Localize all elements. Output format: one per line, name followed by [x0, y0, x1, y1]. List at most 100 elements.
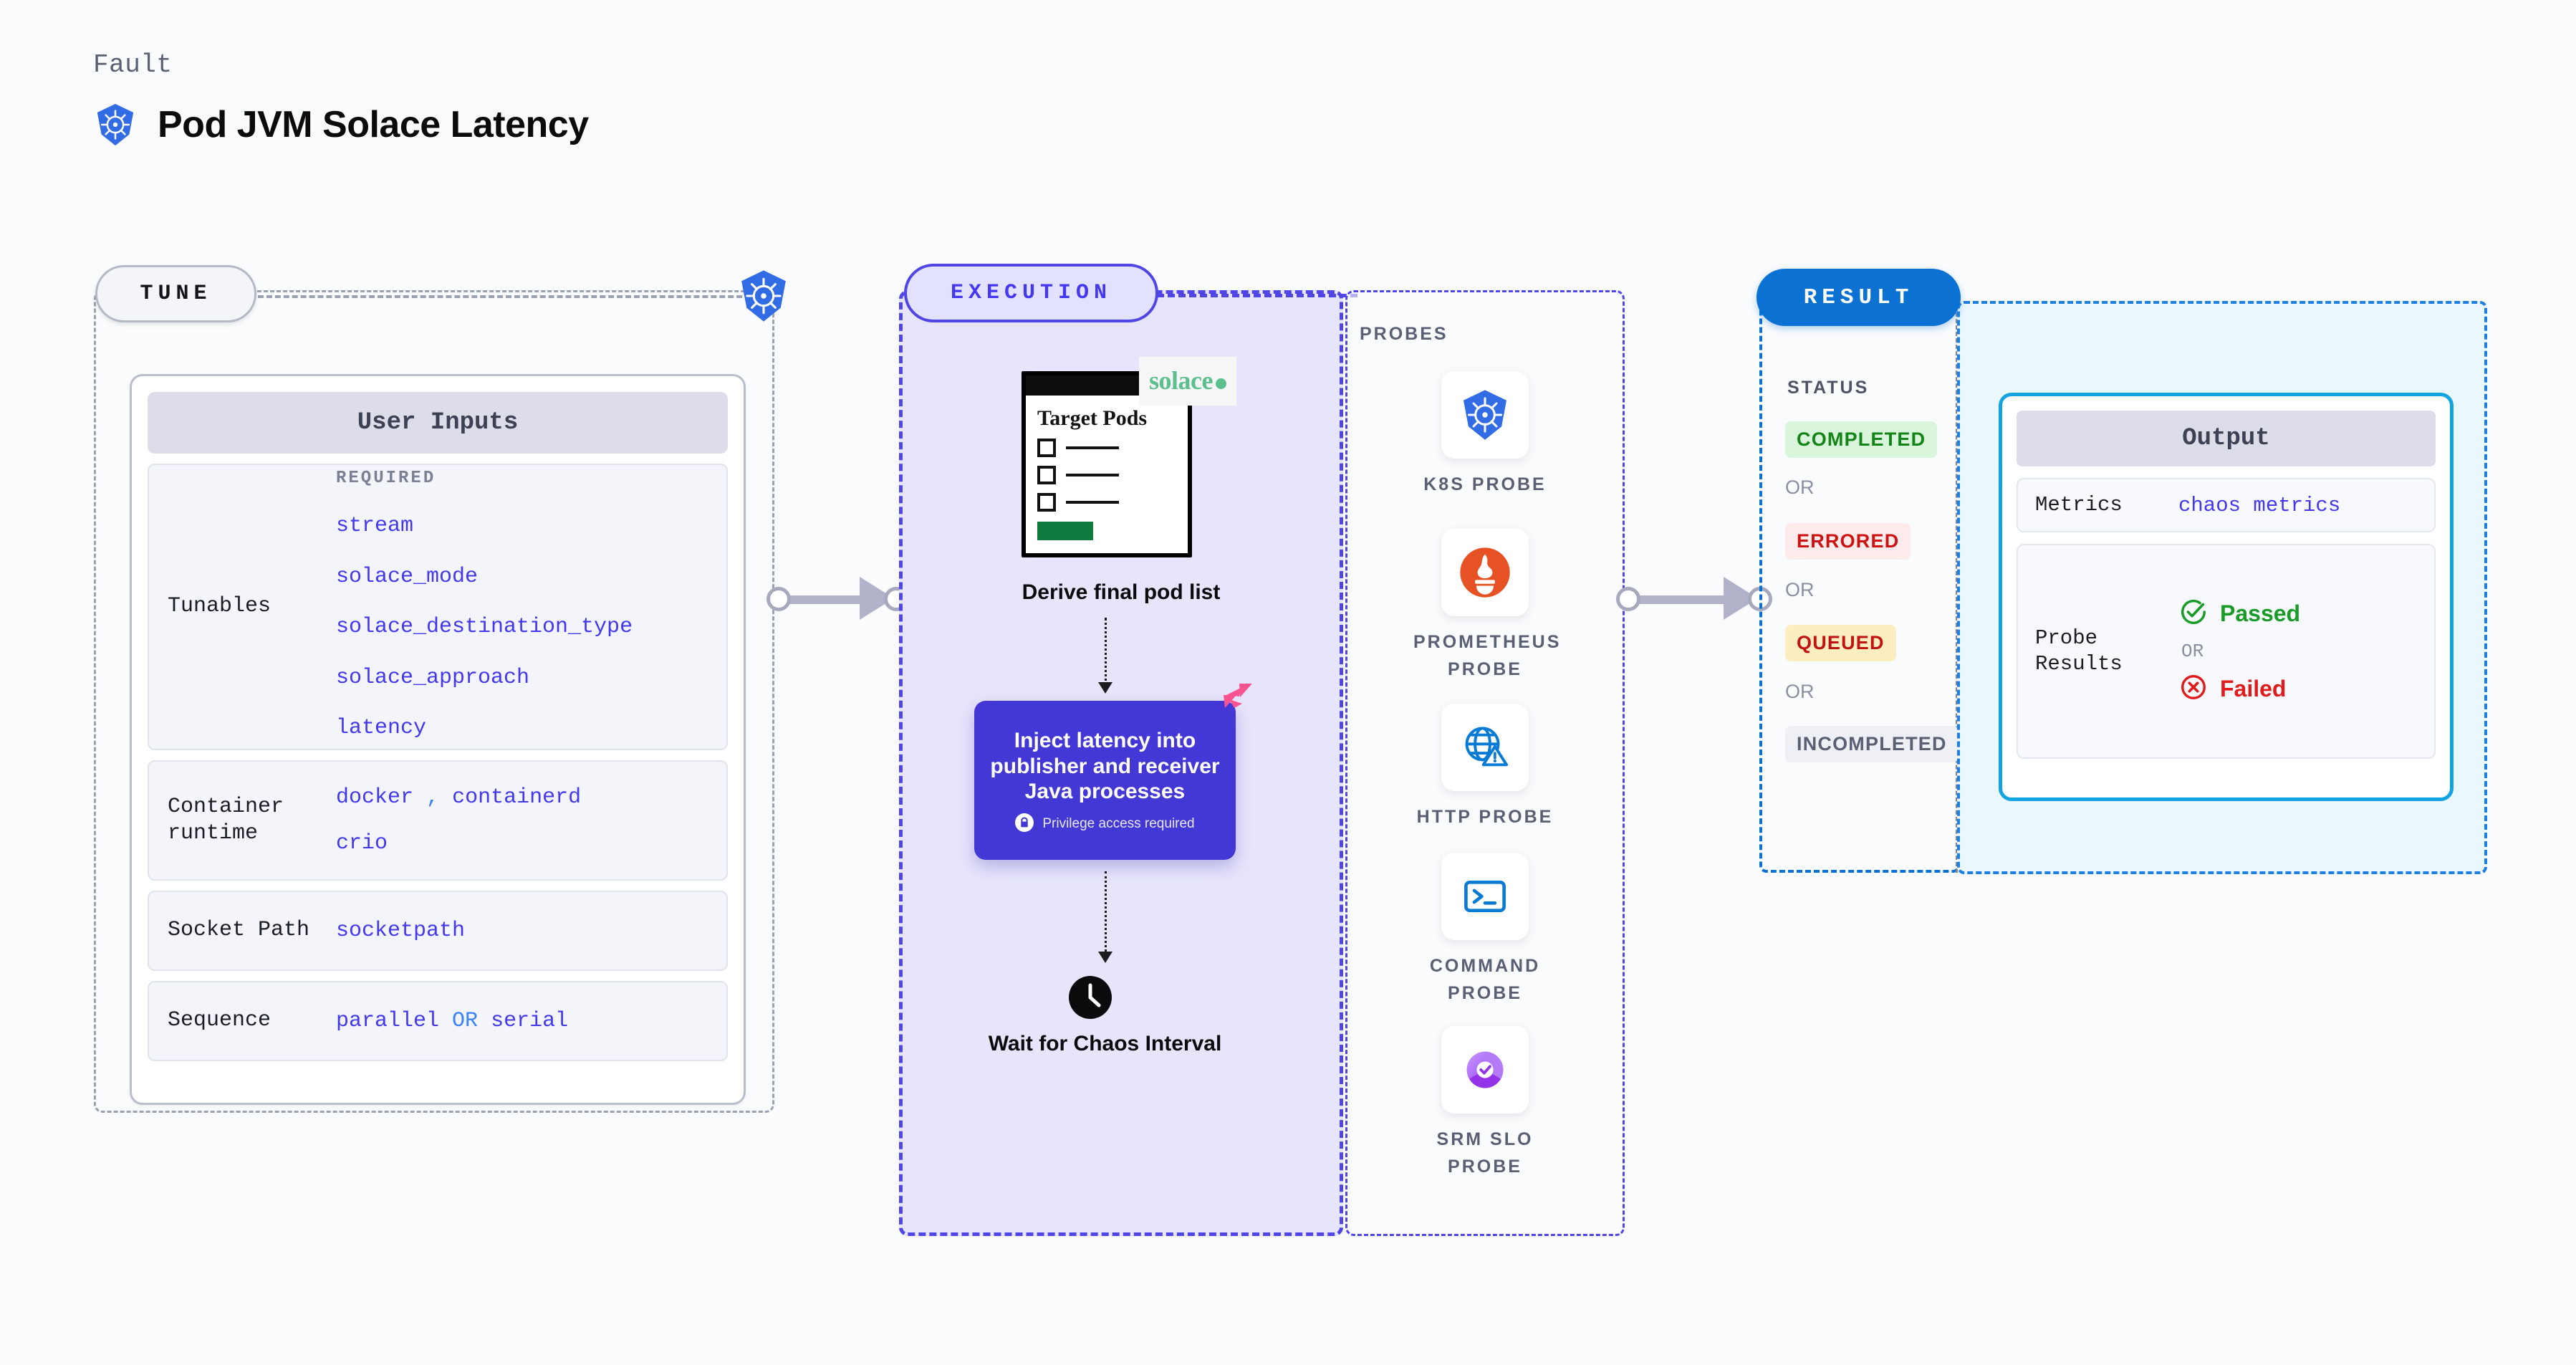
placeholder-line — [1066, 501, 1119, 504]
socket-path-key: Socket Path — [168, 918, 310, 943]
check-circle-icon — [2178, 597, 2209, 631]
page-header: Fault Pod JVM Solace Latency — [93, 50, 589, 147]
probe-command[interactable]: COMMAND PROBE — [1413, 853, 1557, 1007]
tune-tab[interactable]: TUNE — [95, 265, 256, 322]
probe-http-label: HTTP PROBE — [1416, 807, 1554, 827]
status-badge-errored: ERRORED — [1785, 523, 1911, 560]
tunable-solace-approach[interactable]: solace_approach — [336, 665, 530, 690]
status-badge-incompleted: INCOMPLETED — [1785, 726, 1959, 762]
placeholder-line — [1066, 474, 1119, 477]
runtime-containerd[interactable]: containerd — [452, 785, 582, 810]
privilege-text: Privilege access required — [1042, 816, 1195, 832]
flow-arrowhead-2 — [1098, 952, 1112, 963]
kubernetes-icon — [736, 269, 791, 327]
inject-latency-card: Inject latency into publisher and receiv… — [974, 701, 1236, 860]
probe-prometheus-label: PROMETHEUS PROBE — [1413, 632, 1562, 679]
metrics-key: Metrics — [2035, 493, 2123, 517]
probe-prometheus[interactable]: PROMETHEUS PROBE — [1413, 529, 1562, 683]
result-tab[interactable]: RESULT — [1756, 269, 1961, 326]
probe-k8s-label: K8S PROBE — [1423, 474, 1547, 494]
connector-tune-to-execution — [766, 577, 910, 620]
target-pods-item — [1037, 493, 1176, 512]
status-or-1: OR — [1785, 476, 1815, 498]
sequence-parallel[interactable]: parallel — [336, 1008, 440, 1033]
status-or-3: OR — [1785, 681, 1815, 702]
socket-path-value[interactable]: socketpath — [336, 918, 466, 943]
kubernetes-icon — [1441, 371, 1529, 459]
status-label: STATUS — [1787, 378, 1870, 398]
probe-srm-slo-label: SRM SLO PROBE — [1436, 1129, 1534, 1177]
checkbox-icon — [1037, 493, 1056, 512]
placeholder-line — [1066, 446, 1119, 450]
probe-srm-slo[interactable]: SRM SLO PROBE — [1413, 1026, 1557, 1180]
fault-label: Fault — [93, 50, 173, 80]
tunable-solace-mode[interactable]: solace_mode — [336, 564, 479, 589]
metrics-value[interactable]: chaos metrics — [2178, 493, 2341, 517]
sequence-row: Sequence parallel OR serial — [148, 981, 728, 1061]
tunables-values: REQUIRED stream solace_mode solace_desti… — [336, 469, 633, 745]
checkbox-icon — [1037, 466, 1056, 485]
solace-logo-text: solace — [1149, 366, 1213, 395]
status-badge-queued: QUEUED — [1785, 625, 1896, 661]
target-pods-graphic: Target Pods solace — [1003, 357, 1239, 558]
connector-execution-to-result — [1616, 577, 1774, 620]
user-inputs-card: User Inputs Tunables REQUIRED stream sol… — [130, 374, 746, 1105]
runtime-crio[interactable]: crio — [336, 831, 388, 856]
globe-warning-icon — [1441, 704, 1529, 791]
tunable-solace-destination-type[interactable]: solace_destination_type — [336, 615, 633, 640]
prometheus-icon — [1441, 529, 1529, 616]
user-inputs-title: User Inputs — [148, 392, 728, 454]
checkbox-icon — [1037, 439, 1056, 458]
clock-icon — [1067, 974, 1113, 1024]
derive-final-pod-list-label: Derive final pod list — [1022, 580, 1221, 604]
probe-results-key: Probe Results — [2035, 626, 2123, 676]
sequence-key: Sequence — [168, 1008, 271, 1033]
probe-result-failed: Failed — [2178, 672, 2300, 706]
required-label: REQUIRED — [336, 469, 436, 489]
tune-connector-dash — [258, 295, 759, 298]
flow-arrow-1 — [1105, 618, 1107, 686]
probe-result-or: OR — [2181, 641, 2204, 663]
tune-panel — [94, 290, 774, 1113]
sequence-serial[interactable]: serial — [491, 1008, 569, 1033]
tunables-row: Tunables REQUIRED stream solace_mode sol… — [148, 464, 728, 750]
solace-logo: solace — [1139, 357, 1236, 406]
status-badge-completed: COMPLETED — [1785, 421, 1938, 458]
target-pods-item — [1037, 439, 1176, 458]
srm-slo-donut-icon — [1441, 1026, 1529, 1113]
probe-results-values: Passed OR Failed — [2178, 597, 2300, 706]
flow-arrowhead-1 — [1098, 682, 1112, 694]
solace-logo-dot — [1215, 378, 1226, 389]
sequence-or: OR — [452, 1008, 479, 1033]
flow-arrow-2 — [1105, 871, 1107, 956]
terminal-icon — [1441, 853, 1529, 940]
status-or-2: OR — [1785, 579, 1815, 600]
tunable-latency[interactable]: latency — [336, 716, 427, 741]
container-runtime-values: docker , containerd crio — [336, 781, 581, 861]
tunables-key: Tunables — [168, 594, 271, 619]
probe-command-label: COMMAND PROBE — [1429, 956, 1541, 1003]
probe-result-passed: Passed — [2178, 597, 2300, 631]
passed-label: Passed — [2220, 600, 2301, 627]
tunable-stream[interactable]: stream — [336, 514, 414, 539]
title-row: Pod JVM Solace Latency — [93, 102, 589, 147]
probe-http[interactable]: HTTP PROBE — [1413, 704, 1557, 831]
kubernetes-icon — [93, 102, 138, 147]
target-pods-item — [1037, 466, 1176, 485]
runtime-docker[interactable]: docker — [336, 785, 414, 810]
probes-section-label: PROBES — [1360, 324, 1448, 344]
privilege-notice: Privilege access required — [1015, 813, 1195, 835]
container-runtime-row: Container runtime docker , containerd cr… — [148, 760, 728, 881]
metrics-row: Metrics chaos metrics — [2017, 478, 2436, 533]
execution-tab[interactable]: EXECUTION — [904, 264, 1158, 322]
execution-connector-dash — [1157, 294, 1357, 297]
inject-latency-text: Inject latency into publisher and receiv… — [990, 729, 1220, 804]
target-pods-title: Target Pods — [1037, 406, 1148, 430]
output-title: Output — [2017, 411, 2436, 466]
page-title: Pod JVM Solace Latency — [158, 104, 589, 145]
container-runtime-key: Container runtime — [168, 794, 284, 846]
probe-k8s[interactable]: K8S PROBE — [1413, 371, 1557, 499]
x-circle-icon — [2178, 672, 2209, 706]
target-pods-progress-bar — [1037, 522, 1093, 541]
output-card: Output Metrics chaos metrics Probe Resul… — [1999, 393, 2454, 801]
